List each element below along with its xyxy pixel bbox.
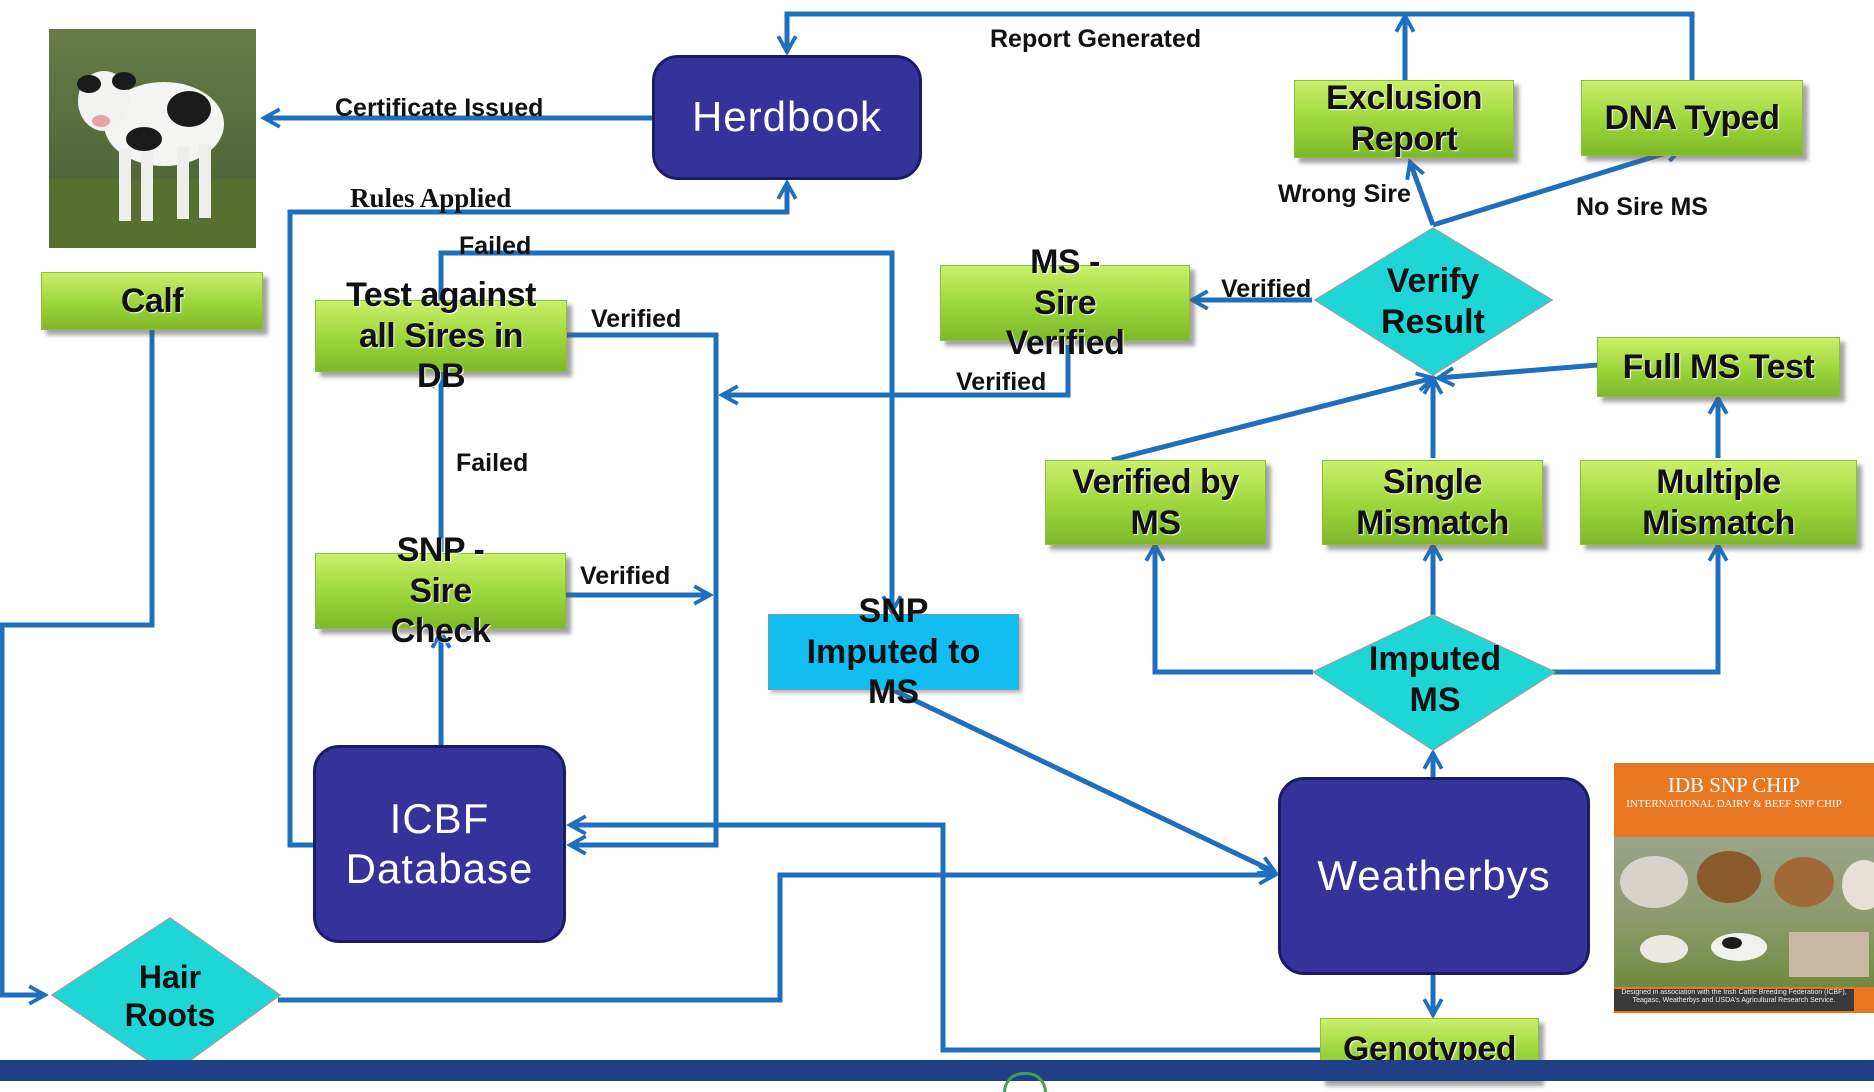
edge-test-imputed bbox=[438, 250, 892, 612]
chip-subtitle: INTERNATIONAL DAIRY & BEEF SNP CHIP bbox=[1626, 798, 1842, 810]
failed-mid-label: Failed bbox=[456, 449, 529, 477]
verified-ms-label: Verified bbox=[956, 368, 1047, 396]
edge-calf-hair bbox=[0, 330, 155, 995]
snp-sire-check-node: SNP - Sire Check bbox=[315, 531, 566, 650]
edge-genotyped-icbf bbox=[570, 825, 1320, 1053]
edge-imputedms-multiple bbox=[1550, 545, 1718, 675]
footer-logo-icon bbox=[1003, 1072, 1047, 1092]
edge-verify-dnatyped bbox=[1432, 148, 1682, 228]
edge-icbf-herdbook bbox=[287, 183, 787, 848]
failed-top-label: Failed bbox=[459, 232, 532, 260]
full-ms-test-node: Full MS Test bbox=[1597, 337, 1840, 397]
weatherbys-node: Weatherbys bbox=[1278, 777, 1590, 975]
snp-imputed-node: SNP Imputed to MS bbox=[768, 592, 1019, 711]
verified-test-label: Verified bbox=[591, 305, 682, 333]
edge-test-icbf bbox=[565, 332, 719, 845]
single-mismatch-node: Single Mismatch bbox=[1322, 460, 1543, 545]
snp-chip-cover: IDB SNP CHIP INTERNATIONAL DAIRY & BEEF … bbox=[1614, 763, 1874, 1013]
exclusion-report-node: Exclusion Report bbox=[1294, 79, 1514, 158]
calf-photo bbox=[49, 29, 256, 248]
test-against-sires-node: Test against all Sires in DB bbox=[315, 276, 567, 395]
edge-imputed-weatherbys bbox=[891, 687, 1275, 872]
verify-result-diamond bbox=[1313, 227, 1554, 376]
edge-hair-weatherbys bbox=[278, 875, 1275, 1003]
multiple-mismatch-node: Multiple Mismatch bbox=[1580, 460, 1857, 545]
chip-footer: Designed in association with the Irish C… bbox=[1614, 989, 1854, 1011]
verify-result-label: Verify Result bbox=[1381, 262, 1485, 341]
ms-sire-verified-node: MS - Sire Verified bbox=[940, 243, 1190, 362]
footer-bar bbox=[0, 1060, 1874, 1092]
verified-result-label: Verified bbox=[1221, 275, 1312, 303]
edge-fullms-verify bbox=[1438, 362, 1599, 378]
edge-imputedms-verifiedbyms bbox=[1155, 545, 1313, 675]
chip-title: IDB SNP CHIP bbox=[1667, 773, 1801, 797]
rules-applied-label: Rules Applied bbox=[350, 183, 512, 213]
report-generated-label: Report Generated bbox=[990, 25, 1202, 53]
certificate-issued-label: Certificate Issued bbox=[335, 94, 544, 122]
herdbook-node: Herdbook bbox=[652, 55, 922, 180]
wrong-sire-label: Wrong Sire bbox=[1278, 180, 1411, 208]
chip-photo bbox=[1614, 837, 1874, 987]
edge-report-herdbook bbox=[787, 11, 1695, 80]
edge-mssire-bus bbox=[722, 345, 1071, 395]
dna-typed-node: DNA Typed bbox=[1581, 80, 1803, 156]
icbf-database-node: ICBF Database bbox=[313, 745, 566, 943]
calf-node: Calf bbox=[41, 272, 263, 330]
hair-roots-label: Hair Roots bbox=[124, 958, 216, 1033]
edge-verify-exclusion bbox=[1410, 162, 1436, 226]
verified-by-ms-node: Verified by MS bbox=[1045, 460, 1266, 545]
imputed-ms-label: Imputed MS bbox=[1368, 640, 1502, 719]
verified-snp-label: Verified bbox=[580, 562, 671, 590]
edge-verifiedbyms-verify bbox=[1111, 378, 1433, 463]
imputed-ms-diamond bbox=[1311, 614, 1557, 751]
no-sire-ms-label: No Sire MS bbox=[1576, 193, 1708, 221]
